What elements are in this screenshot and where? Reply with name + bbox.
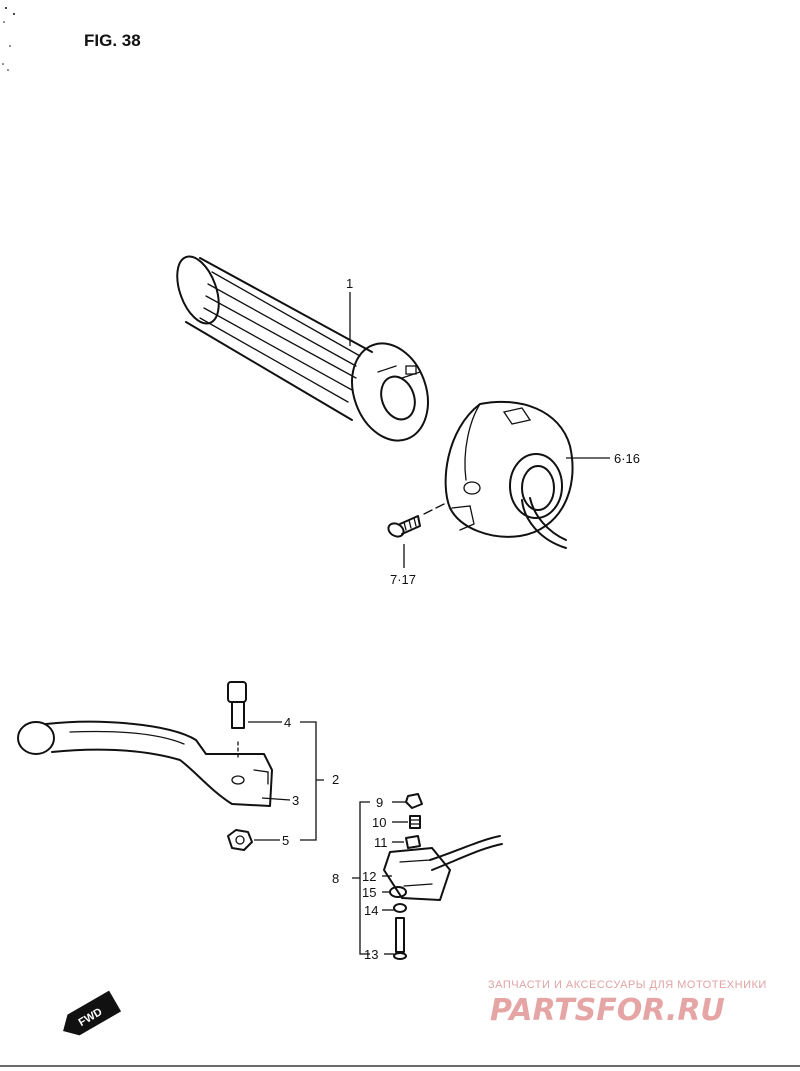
throttle-grip — [176, 255, 429, 442]
lever-nut — [227, 829, 253, 851]
leader-3 — [261, 797, 291, 801]
callout-9: 9 — [376, 795, 383, 810]
callout-11: 11 — [374, 835, 388, 850]
callout-6-16: 6·16 — [614, 451, 640, 466]
callout-10: 10 — [372, 815, 386, 830]
callout-14: 14 — [364, 903, 378, 918]
callout-2: 2 — [332, 772, 339, 787]
switch-housing — [444, 400, 574, 549]
lever-bolt — [227, 681, 247, 759]
callout-13: 13 — [364, 947, 378, 962]
figure-title: FIG. 38 — [84, 31, 141, 50]
callout-5: 5 — [282, 833, 289, 848]
brake-lever — [17, 720, 273, 807]
bracket-8 — [352, 801, 370, 955]
callout-4: 4 — [284, 715, 291, 730]
scan-specks — [2, 7, 15, 71]
cable-adjuster-stack — [383, 793, 503, 960]
callout-7-17: 7·17 — [390, 572, 416, 587]
callout-12: 12 — [362, 869, 376, 884]
bracket-2 — [300, 721, 324, 841]
watermark-tagline: ЗАПЧАСТИ И АКСЕССУАРЫ ДЛЯ МОТОТЕХНИКИ — [488, 979, 767, 991]
callout-15: 15 — [362, 885, 376, 900]
callout-3: 3 — [292, 793, 299, 808]
callout-1: 1 — [346, 276, 353, 291]
housing-screw — [387, 503, 445, 538]
watermark-logo: PARTSFOR.RU — [490, 993, 725, 1028]
fwd-arrow-icon: FWD — [63, 990, 122, 1036]
callout-8: 8 — [332, 871, 339, 886]
